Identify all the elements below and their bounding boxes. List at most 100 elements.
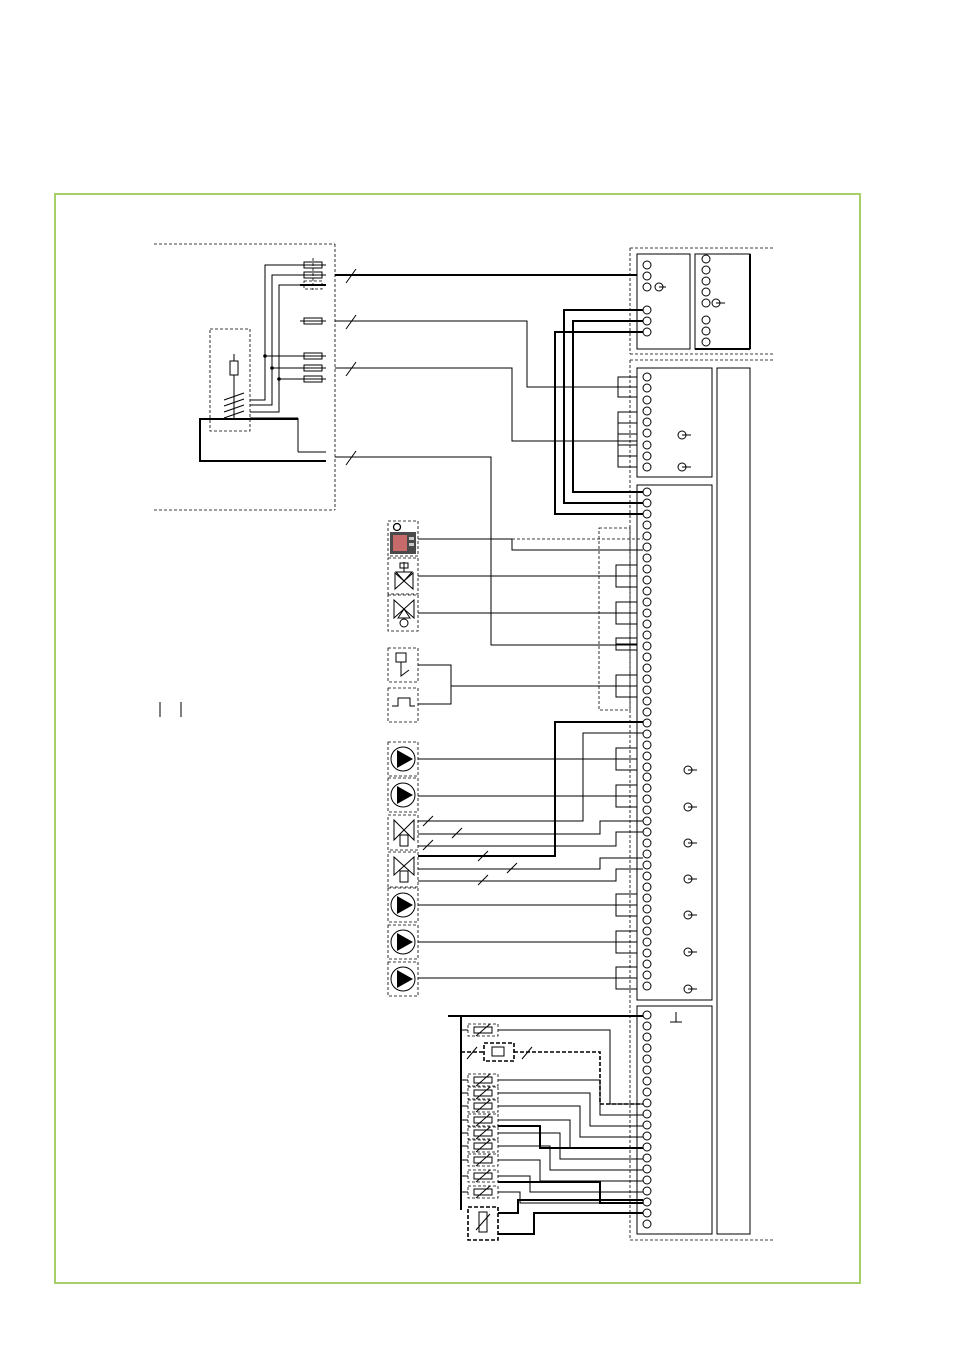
pressure-switch-icon (387, 647, 419, 683)
terminal (642, 1153, 652, 1163)
terminal (642, 1186, 652, 1196)
terminal (642, 1098, 652, 1108)
terminal (642, 937, 652, 947)
terminal (642, 498, 652, 508)
terminal (642, 1164, 652, 1174)
terminal (642, 794, 652, 804)
terminal (642, 915, 652, 925)
terminal (642, 751, 652, 761)
terminal (642, 462, 652, 472)
terminal (642, 608, 652, 618)
terminal (642, 1219, 652, 1229)
terminal (642, 981, 652, 991)
terminal (642, 959, 652, 969)
terminal (642, 663, 652, 673)
fan-coil-valve-icon (387, 557, 419, 595)
switch-contact-icon (223, 384, 245, 420)
terminal (642, 696, 652, 706)
terminal (642, 1175, 652, 1185)
terminal (642, 718, 652, 728)
terminal (642, 1054, 652, 1064)
terminal (642, 1087, 652, 1097)
terminal (642, 1043, 652, 1053)
terminals-top-right (701, 254, 711, 347)
mixing-valve-icon (387, 814, 419, 888)
feeder-cables (335, 268, 637, 646)
terminal (642, 816, 652, 826)
outdoor-sensor-icon (467, 1206, 499, 1241)
terminal (642, 383, 652, 393)
terminal (642, 630, 652, 640)
terminal (642, 772, 652, 782)
terminal (642, 327, 652, 337)
pump-icon (387, 741, 419, 777)
controller-rail (716, 367, 751, 1235)
terminal (642, 542, 652, 552)
output-brackets (615, 564, 637, 990)
terminal-block-inputs (636, 1005, 713, 1235)
terminal (642, 838, 652, 848)
terminal (642, 740, 652, 750)
terminal (642, 395, 652, 405)
mains-panel (154, 243, 336, 717)
terminal (642, 871, 652, 881)
terminal (642, 451, 652, 461)
temperature-sensor-icon (467, 1185, 499, 1199)
flow-switch-icon (387, 687, 419, 723)
terminal (642, 509, 652, 519)
terminal (642, 316, 652, 326)
terminal (642, 597, 652, 607)
terminal (642, 685, 652, 695)
diagram-frame (54, 193, 861, 1284)
terminal (642, 417, 652, 427)
terminal (642, 860, 652, 870)
terminal (642, 1120, 652, 1130)
ground-terminal-icon (654, 282, 725, 1023)
temperature-sensor-icon (467, 1023, 499, 1037)
terminal (642, 575, 652, 585)
terminal (642, 553, 652, 563)
terminal (701, 337, 711, 347)
terminal (642, 520, 652, 530)
temperature-sensor-icon (467, 1099, 499, 1113)
temperature-sensor-icon (467, 1126, 499, 1140)
pump-icon (387, 777, 419, 813)
terminal (642, 904, 652, 914)
terminal (642, 849, 652, 859)
pump-icon (387, 924, 419, 960)
terminal (642, 805, 652, 815)
terminal (642, 641, 652, 651)
terminal (642, 729, 652, 739)
terminal (642, 948, 652, 958)
terminal (642, 1032, 652, 1042)
pump-icon (387, 961, 419, 997)
terminal (642, 1197, 652, 1207)
terminal-block-outputs (636, 484, 713, 1001)
terminal (642, 271, 652, 281)
terminal (701, 265, 711, 275)
terminal (642, 586, 652, 596)
terminal (642, 1109, 652, 1119)
relay-coil-icon (229, 354, 239, 384)
temperature-sensor-icon (467, 1169, 499, 1183)
pump-icon (387, 887, 419, 923)
terminal (701, 315, 711, 325)
terminal (642, 531, 652, 541)
terminal (642, 1076, 652, 1086)
terminal-block-top (629, 247, 775, 355)
terminals-top-left (642, 260, 652, 337)
terminal (642, 674, 652, 684)
terminal (642, 1065, 652, 1075)
terminal (642, 707, 652, 717)
terminal (642, 406, 652, 416)
terminal (701, 276, 711, 286)
temperature-sensor-icon (467, 1073, 499, 1087)
terminal (642, 926, 652, 936)
terminal (642, 1208, 652, 1218)
terminal (642, 1131, 652, 1141)
terminal (701, 298, 711, 308)
terminal (701, 254, 711, 264)
terminals-power (642, 372, 652, 472)
terminal (642, 487, 652, 497)
